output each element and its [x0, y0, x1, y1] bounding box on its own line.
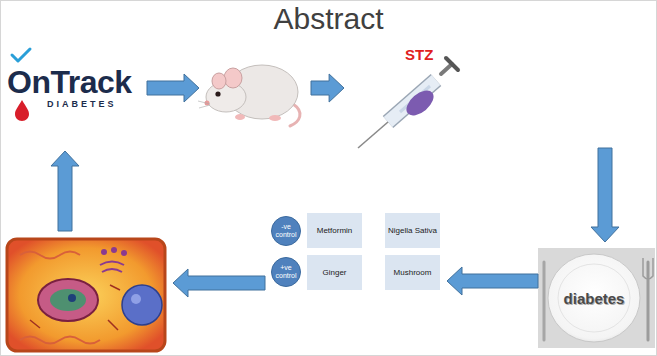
logo-node: OnTrackDIABETES: [5, 45, 141, 145]
node-text: DIABETES: [47, 99, 117, 110]
flow-arrow: [591, 148, 619, 242]
node-text: Metformin: [317, 226, 353, 236]
diagram-title: Abstract: [0, 1, 657, 37]
flow-arrow: [447, 267, 538, 295]
cell-node: [5, 237, 167, 353]
flow-arrow: [51, 151, 79, 231]
treatment-box: Ginger: [306, 254, 363, 291]
flow-arrow: [311, 74, 344, 102]
rat-illustration: [198, 65, 300, 126]
plate-node: diabetes: [544, 248, 644, 348]
node-text: Ginger: [322, 268, 346, 278]
control-circle: +ve control: [271, 257, 301, 287]
cell-illustration: [7, 239, 165, 351]
flow-arrow: [147, 74, 199, 102]
plate-illustration: [538, 248, 655, 348]
rat-node: [205, 45, 305, 127]
syringe-node: STZ: [350, 42, 450, 142]
node-text: Nigella Sativa: [388, 226, 437, 236]
flow-arrow: [173, 269, 265, 297]
node-text: +ve control: [273, 264, 299, 280]
node-text: OnTrack: [7, 65, 132, 99]
treatment-box: Metformin: [306, 212, 363, 249]
node-text: -ve control: [273, 223, 299, 239]
treatment-box: Mushroom: [384, 254, 441, 291]
node-text: STZ: [405, 46, 433, 63]
syringe-illustration: [358, 58, 458, 148]
node-text: diabetes: [564, 290, 625, 307]
control-circle: -ve control: [271, 216, 301, 246]
treatment-box: Nigella Sativa: [384, 212, 441, 249]
node-text: Mushroom: [394, 268, 432, 278]
